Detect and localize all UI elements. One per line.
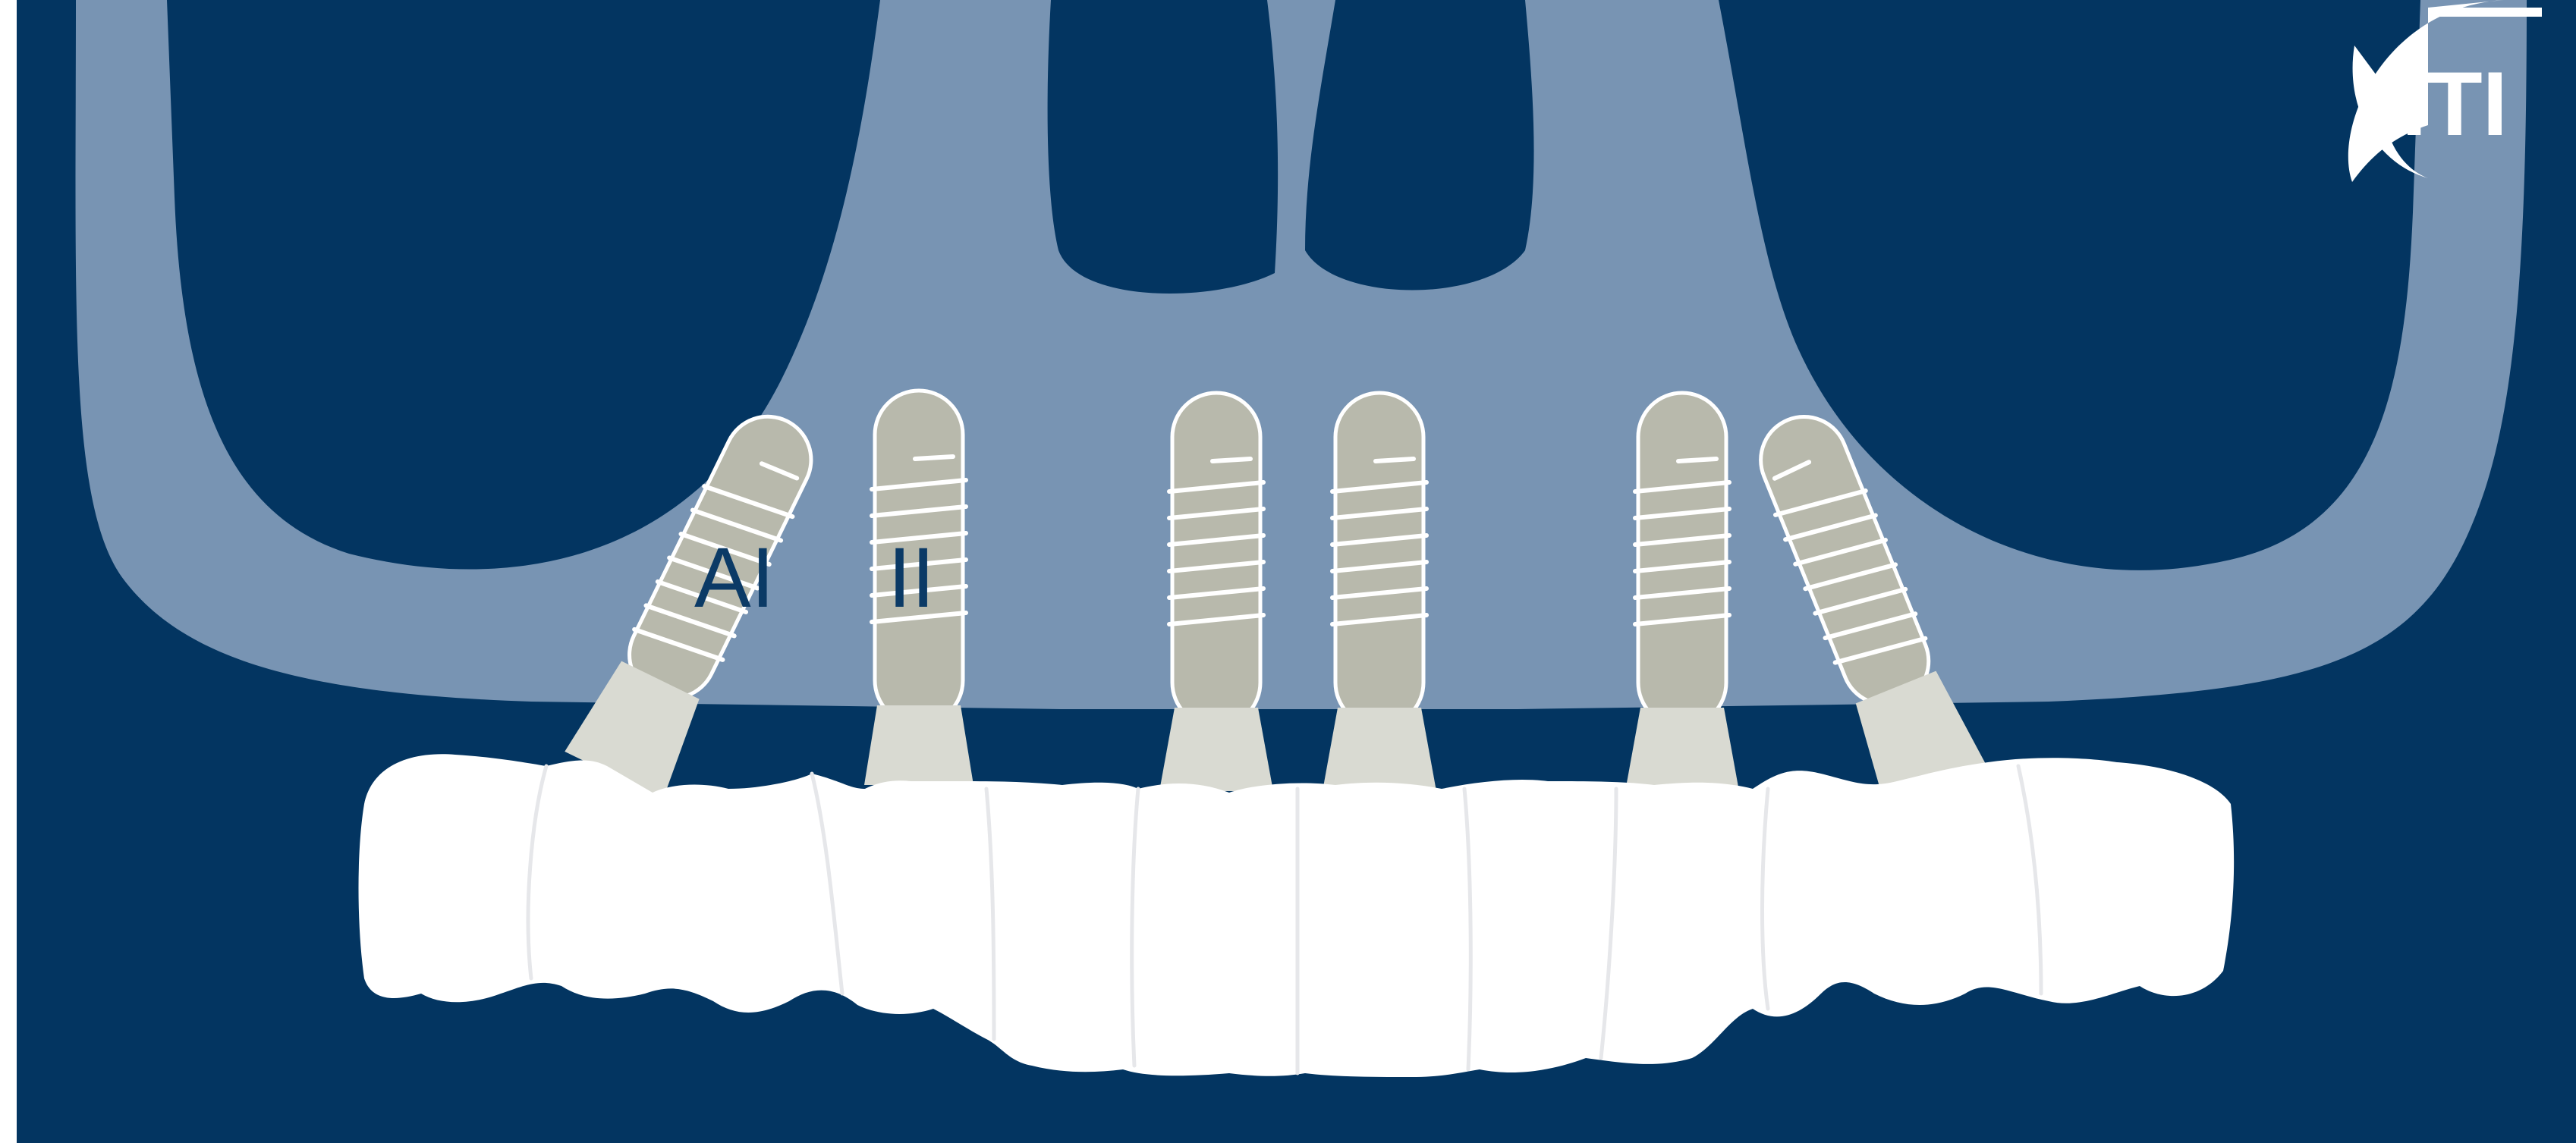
label-axial-implant: II bbox=[888, 530, 935, 625]
logo-bar bbox=[2428, 8, 2542, 17]
abutment bbox=[1323, 708, 1436, 791]
implant-body bbox=[1172, 393, 1260, 727]
implant-body bbox=[1335, 393, 1423, 727]
implant-body bbox=[1638, 393, 1726, 727]
logo-text: ITI bbox=[2401, 53, 2508, 155]
abutment bbox=[864, 705, 973, 785]
left-anterior-axial-implant bbox=[1625, 393, 1739, 791]
central-left-axial-implant bbox=[1323, 393, 1436, 791]
abutment bbox=[1625, 708, 1739, 791]
label-angled-implant: AI bbox=[694, 530, 775, 625]
central-right-axial-implant bbox=[1159, 393, 1273, 791]
abutment bbox=[1159, 708, 1273, 791]
